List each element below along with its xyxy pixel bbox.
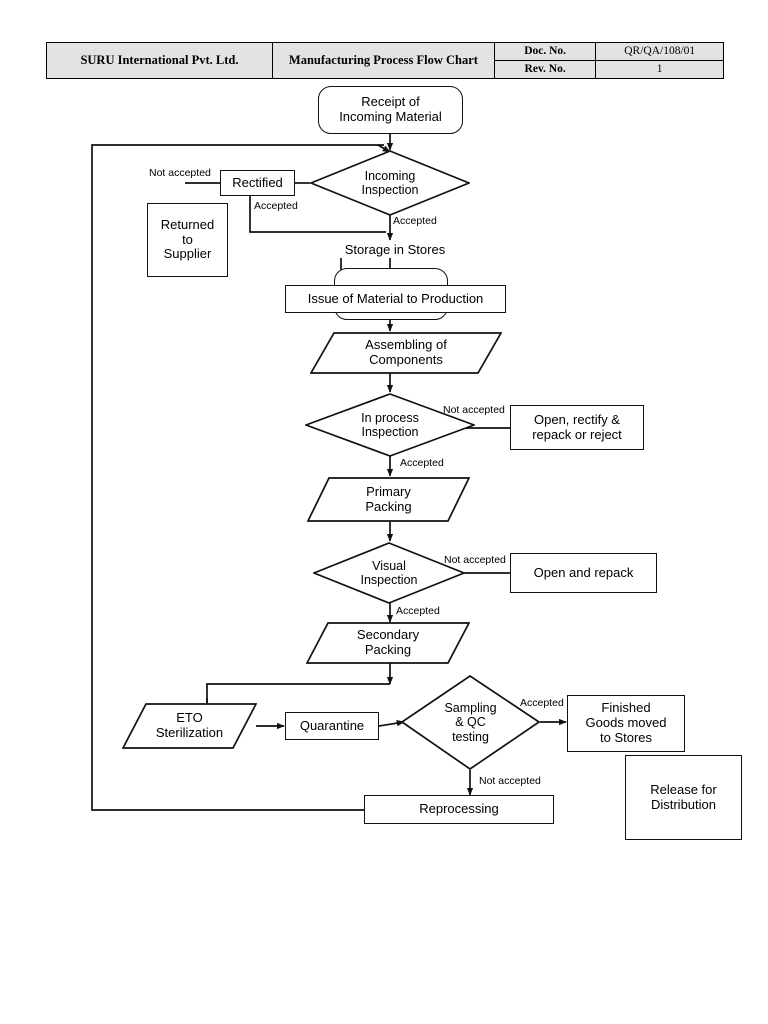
node-quarantine[interactable]: Quarantine bbox=[285, 712, 379, 740]
edge-label-accepted-sampling: Accepted bbox=[520, 697, 564, 709]
doc-no-label-cell: Doc. No. bbox=[493, 42, 597, 61]
edge-rectified-accepted bbox=[249, 196, 386, 233]
node-reprocessing[interactable]: Reprocessing bbox=[364, 795, 554, 824]
edge-label-accepted-inprocess: Accepted bbox=[400, 457, 444, 469]
node-open-rectify-repack-or-reject[interactable]: Open, rectify &repack or reject bbox=[510, 405, 644, 450]
company-name-cell: SURU International Pvt. Ltd. bbox=[46, 42, 273, 79]
node-storage-in-stores[interactable]: Storage in Stores bbox=[344, 241, 446, 257]
node-open-and-repack[interactable]: Open and repack bbox=[510, 553, 657, 593]
edge-feedback-arrowhead bbox=[377, 144, 391, 153]
document-header-table: SURU International Pvt. Ltd. Manufacturi… bbox=[46, 42, 724, 79]
node-rectified[interactable]: Rectified bbox=[220, 170, 295, 196]
doc-no-value-cell: QR/QA/108/01 bbox=[595, 42, 724, 61]
edge-label-not-accepted-visual: Not accepted bbox=[444, 554, 506, 566]
edge-label-not-accepted-sampling: Not accepted bbox=[479, 775, 541, 787]
edge-label-accepted-visual: Accepted bbox=[396, 605, 440, 617]
rev-no-label-cell: Rev. No. bbox=[493, 60, 597, 79]
node-issue-of-material-to-production[interactable]: Issue of Material to Production bbox=[285, 285, 506, 313]
edge-label-accepted-rectified: Accepted bbox=[254, 200, 298, 212]
rev-no-value-cell: 1 bbox=[595, 60, 724, 79]
edge-reprocessing-feedback-loop bbox=[91, 144, 384, 811]
edge-label-accepted-incoming: Accepted bbox=[393, 215, 437, 227]
edge-label-not-accepted-incoming: Not accepted bbox=[149, 167, 211, 179]
edge-label-not-accepted-inprocess: Not accepted bbox=[443, 404, 505, 416]
edge-quarantine-to-sampling bbox=[378, 719, 405, 727]
